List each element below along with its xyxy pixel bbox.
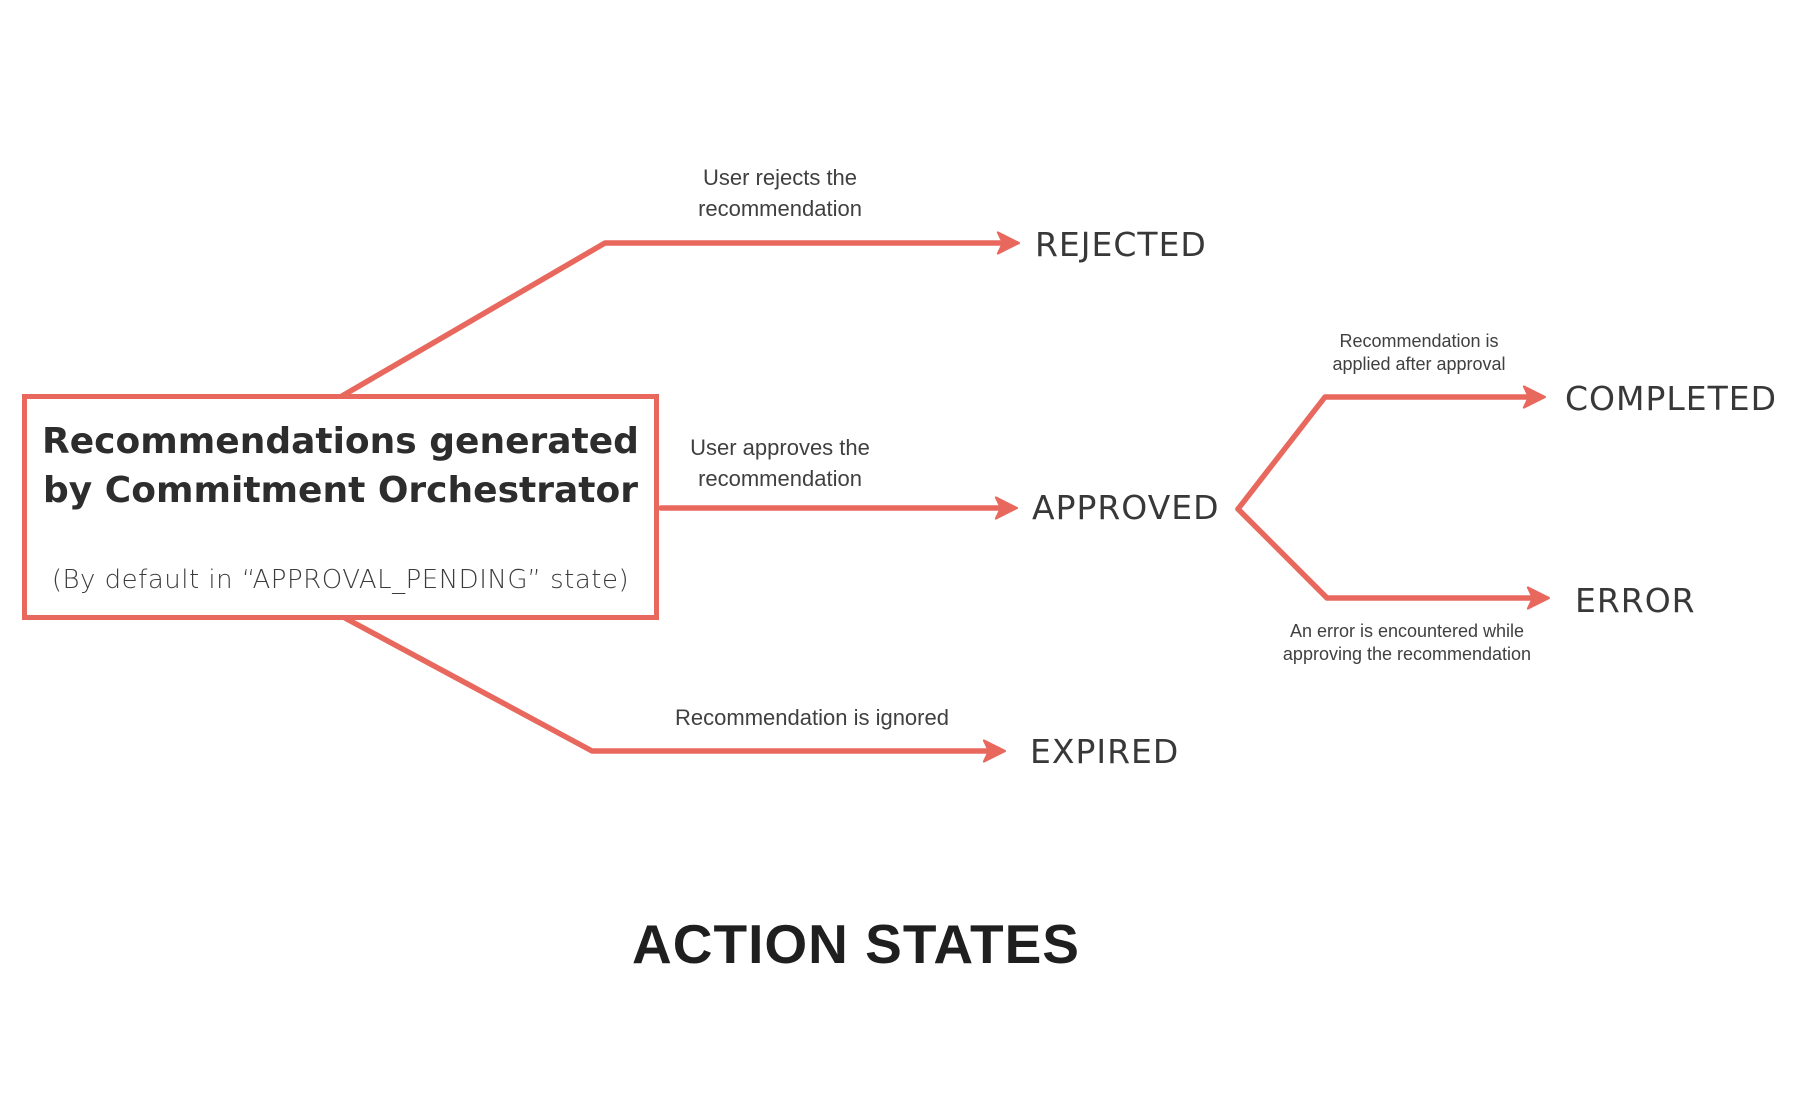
source-box-subtitle: (By default in “APPROVAL_PENDING” state) [51,565,630,595]
arrow-completed [1235,385,1547,512]
arrow-error [1235,506,1551,610]
state-approved: APPROVED [1032,488,1220,527]
state-completed: COMPLETED [1565,379,1778,418]
edge-label-error: An error is encountered while approving … [1282,621,1532,664]
arrow-rejected [339,231,1021,399]
source-box: Recommendations generated by Commitment … [22,394,659,620]
source-box-title-line1: Recommendations generated [42,421,639,462]
diagram-title: ACTION STATES [632,913,1080,975]
state-error: ERROR [1575,581,1696,620]
edge-label-approved: User approves the recommendation [690,435,870,491]
edge-label-completed: Recommendation is applied after approval [1332,331,1506,374]
edge-label-rejected: User rejects the recommendation [698,165,862,221]
source-box-title: Recommendations generated by Commitment … [42,417,639,515]
edge-label-expired: Recommendation is ignored [675,705,949,730]
state-rejected: REJECTED [1035,225,1207,264]
state-expired: EXPIRED [1030,732,1180,771]
arrow-expired [342,615,1007,763]
source-box-title-line2: by Commitment Orchestrator [43,470,638,511]
